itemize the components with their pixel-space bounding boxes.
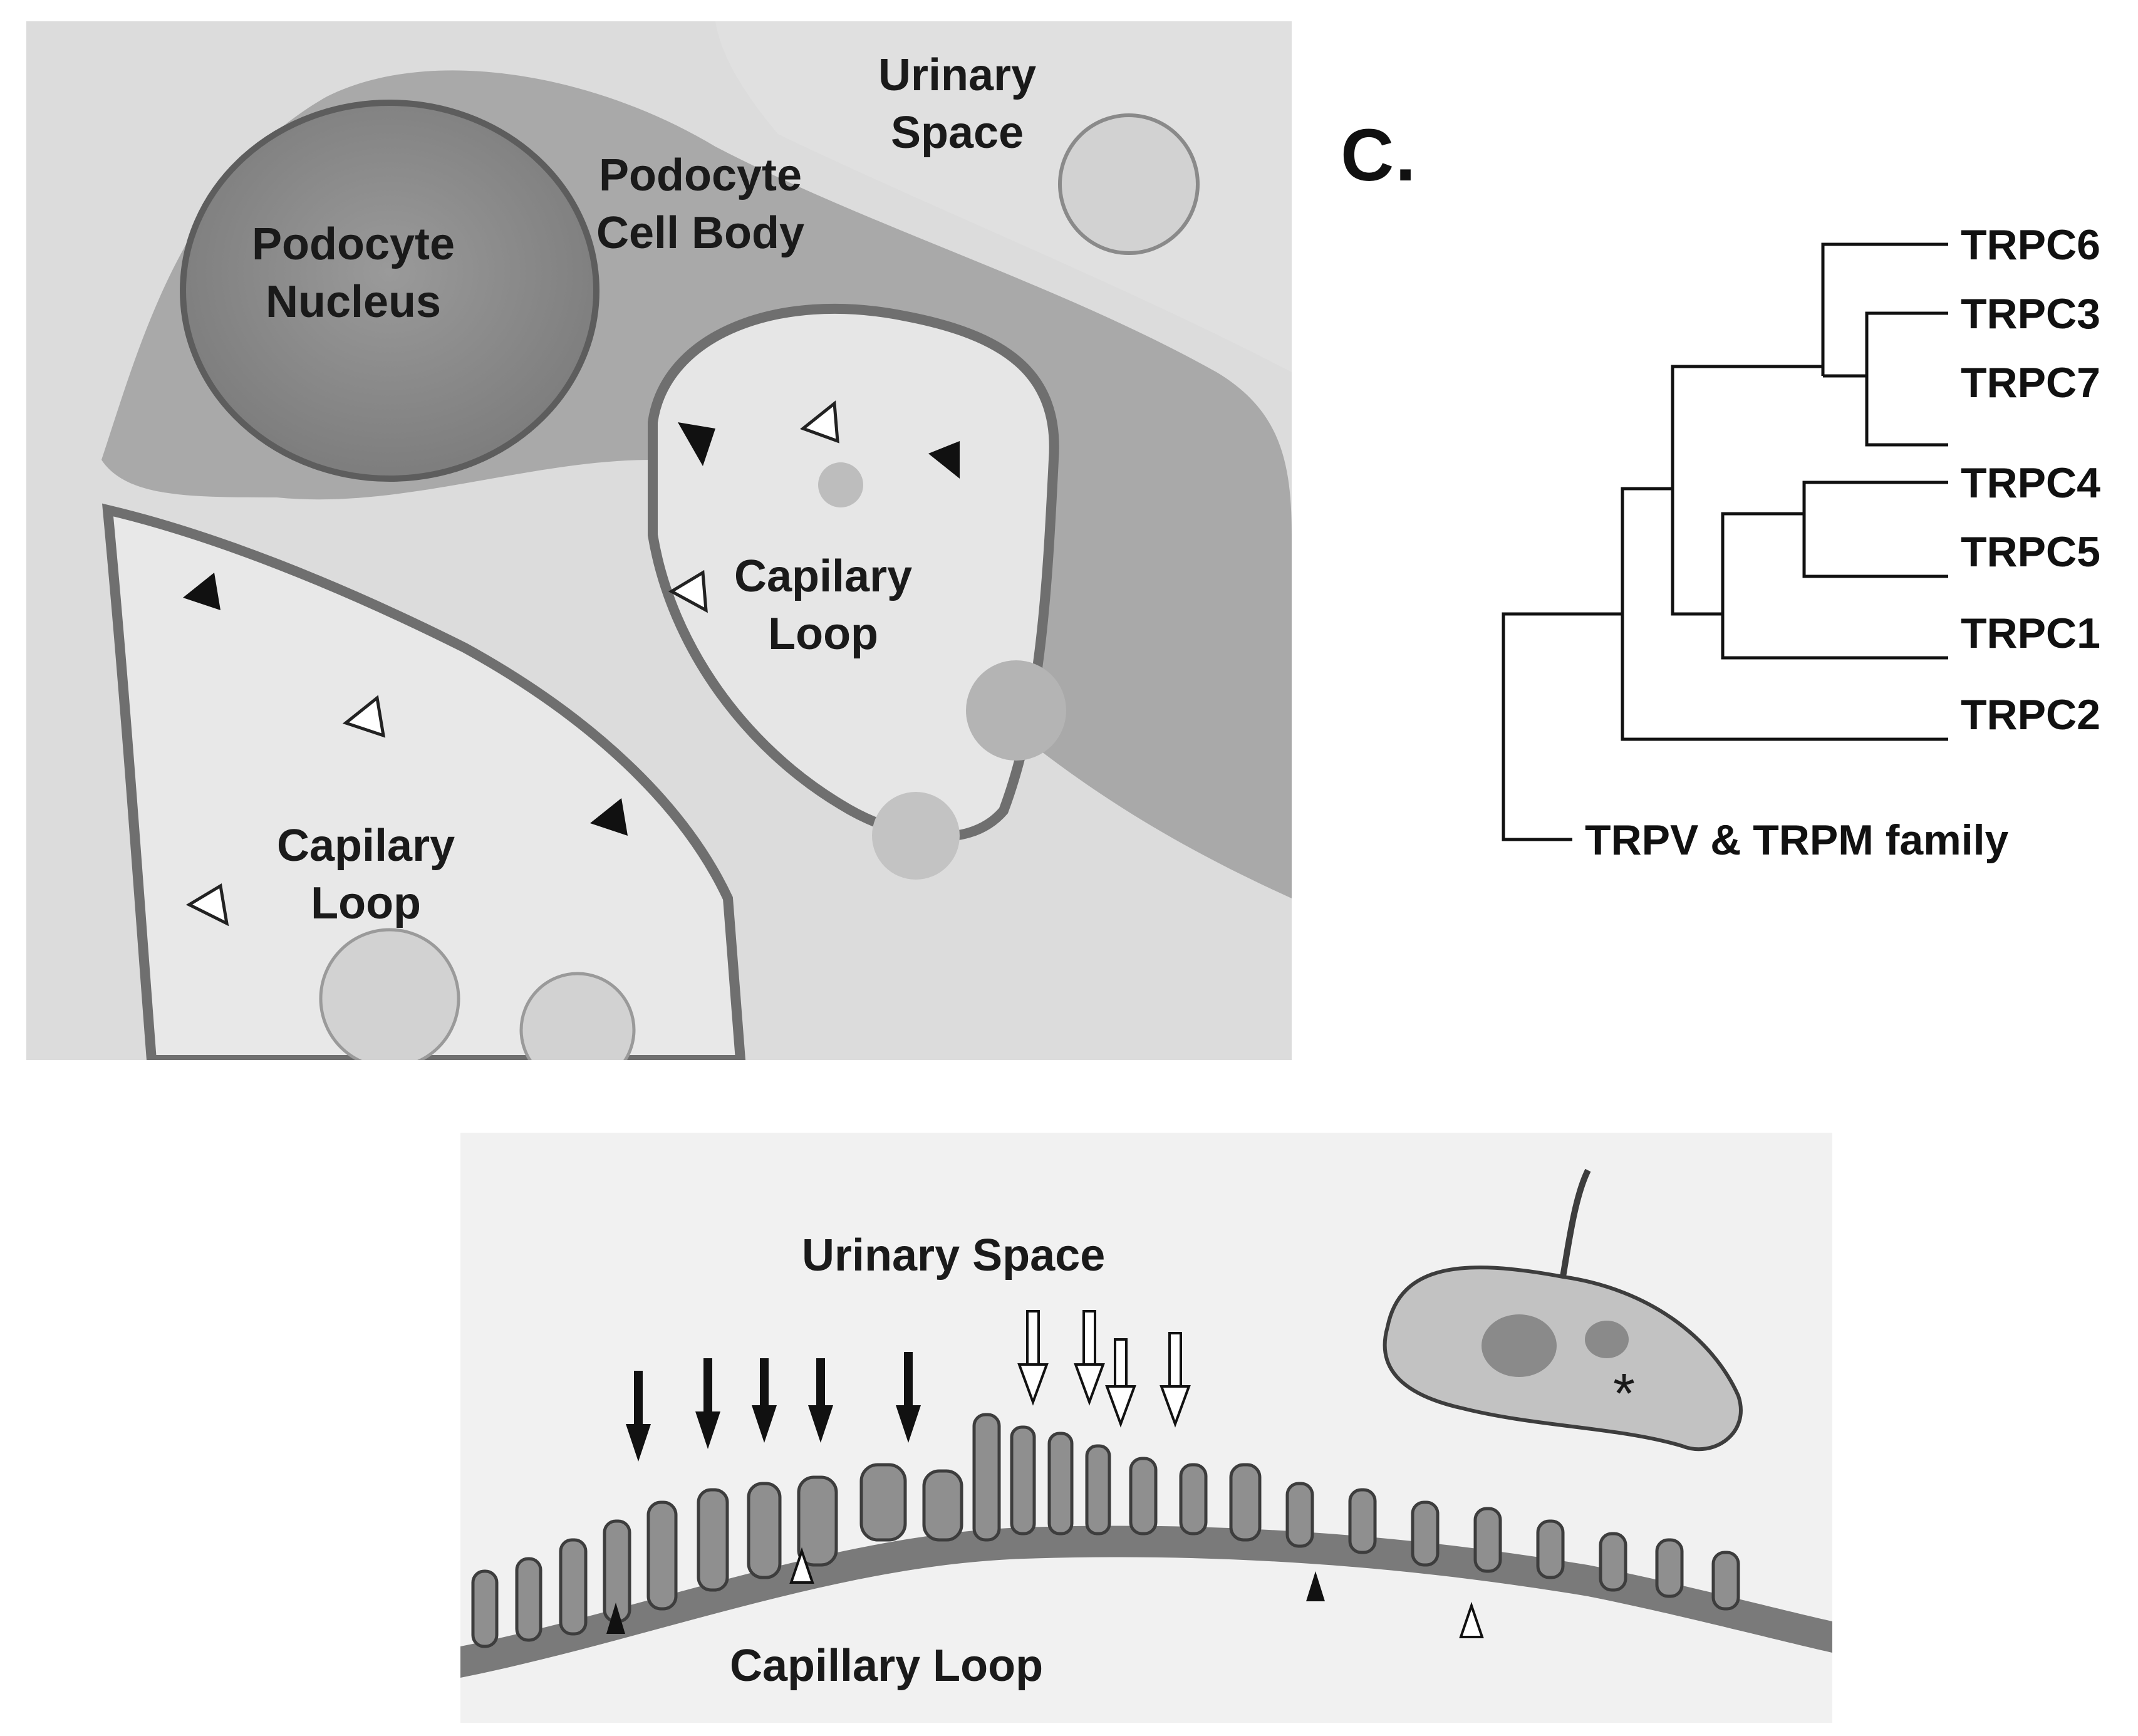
white-arrows	[1017, 1310, 1191, 1428]
tree-branch	[1721, 512, 1804, 551]
white-arrow	[1017, 1310, 1049, 1406]
black-arrow	[695, 1358, 720, 1449]
label-capillary-loop-right: Capilary Loop	[734, 551, 913, 660]
leaf-trpc7: TRPC7	[1961, 359, 2100, 407]
black-arrows	[626, 1352, 921, 1462]
tree-branch	[1671, 464, 1723, 616]
white-arrowhead	[668, 569, 708, 613]
label-podocyte-cell-body: Podocyte Cell Body	[596, 150, 805, 259]
black-arrow	[808, 1358, 833, 1443]
tree-branch	[1502, 664, 1572, 841]
leaf-trpv-trpm: TRPV & TRPM family	[1585, 816, 2009, 864]
leaf-trpc2: TRPC2	[1961, 691, 2100, 739]
panel-c-letter: C.	[1341, 114, 1417, 197]
white-arrow	[1105, 1338, 1136, 1428]
tree-branch	[1621, 487, 1673, 595]
panel-c-tree: TRPC6 TRPC3 TRPC7 TRPC4 TRPC5 TRPC1 TRPC…	[1403, 213, 2130, 890]
black-arrowhead	[1306, 1571, 1325, 1601]
leaf-trpc3: TRPC3	[1961, 290, 2100, 338]
label-capillary-loop-b: Capillary Loop	[730, 1641, 1044, 1691]
black-arrow	[896, 1352, 921, 1443]
tree-branch	[1721, 551, 1948, 660]
tree-svg	[1502, 242, 1948, 841]
tree-branch	[1671, 365, 1823, 464]
tree-branch	[1802, 481, 1948, 514]
tree-branch	[1802, 514, 1948, 578]
asterisk-mark: *	[1613, 1363, 1636, 1425]
white-arrowhead	[185, 883, 229, 927]
black-arrowhead	[928, 441, 960, 479]
tree-branch	[1621, 595, 1948, 741]
black-arrowhead	[606, 1603, 625, 1634]
black-arrowhead	[590, 798, 628, 836]
leaf-trpc6: TRPC6	[1961, 221, 2100, 269]
black-arrowhead	[678, 422, 715, 466]
tree-branch	[1865, 311, 1948, 376]
label-podocyte-nucleus: Podocyte Nucleus	[252, 219, 455, 328]
white-arrowheads	[185, 400, 839, 927]
black-arrow	[752, 1358, 777, 1443]
label-urinary-space-b: Urinary Space	[802, 1230, 1106, 1281]
foot-processes	[471, 1413, 1740, 1648]
black-arrowheads	[183, 422, 960, 836]
panel-a-em-image	[26, 21, 1292, 1060]
leaf-trpc1: TRPC1	[1961, 610, 2100, 657]
white-arrow	[1074, 1310, 1105, 1406]
panel-a-micrograph: Urinary Space Podocyte Cell Body Podocyt…	[26, 21, 1292, 1060]
white-arrowhead	[1459, 1601, 1484, 1638]
white-arrowhead	[342, 695, 386, 738]
label-urinary-space-a: Urinary Space	[878, 50, 1037, 159]
tree-branch	[1502, 612, 1622, 664]
label-capillary-loop-left: Capilary Loop	[277, 821, 455, 929]
leaf-trpc5: TRPC5	[1961, 528, 2100, 576]
tree-branch	[1821, 242, 1948, 313]
white-arrowhead	[789, 1547, 814, 1584]
leaf-trpc4: TRPC4	[1961, 459, 2100, 507]
white-arrow	[1160, 1332, 1191, 1428]
tree-branch	[1865, 376, 1948, 447]
cell-body	[1383, 1266, 1743, 1452]
panel-b-micrograph: Urinary Space Capillary Loop *	[460, 1133, 1832, 1723]
panel-b-em-image	[460, 1133, 1832, 1723]
white-arrowhead	[799, 400, 839, 444]
black-arrow	[626, 1371, 651, 1462]
black-arrowhead	[183, 573, 221, 610]
